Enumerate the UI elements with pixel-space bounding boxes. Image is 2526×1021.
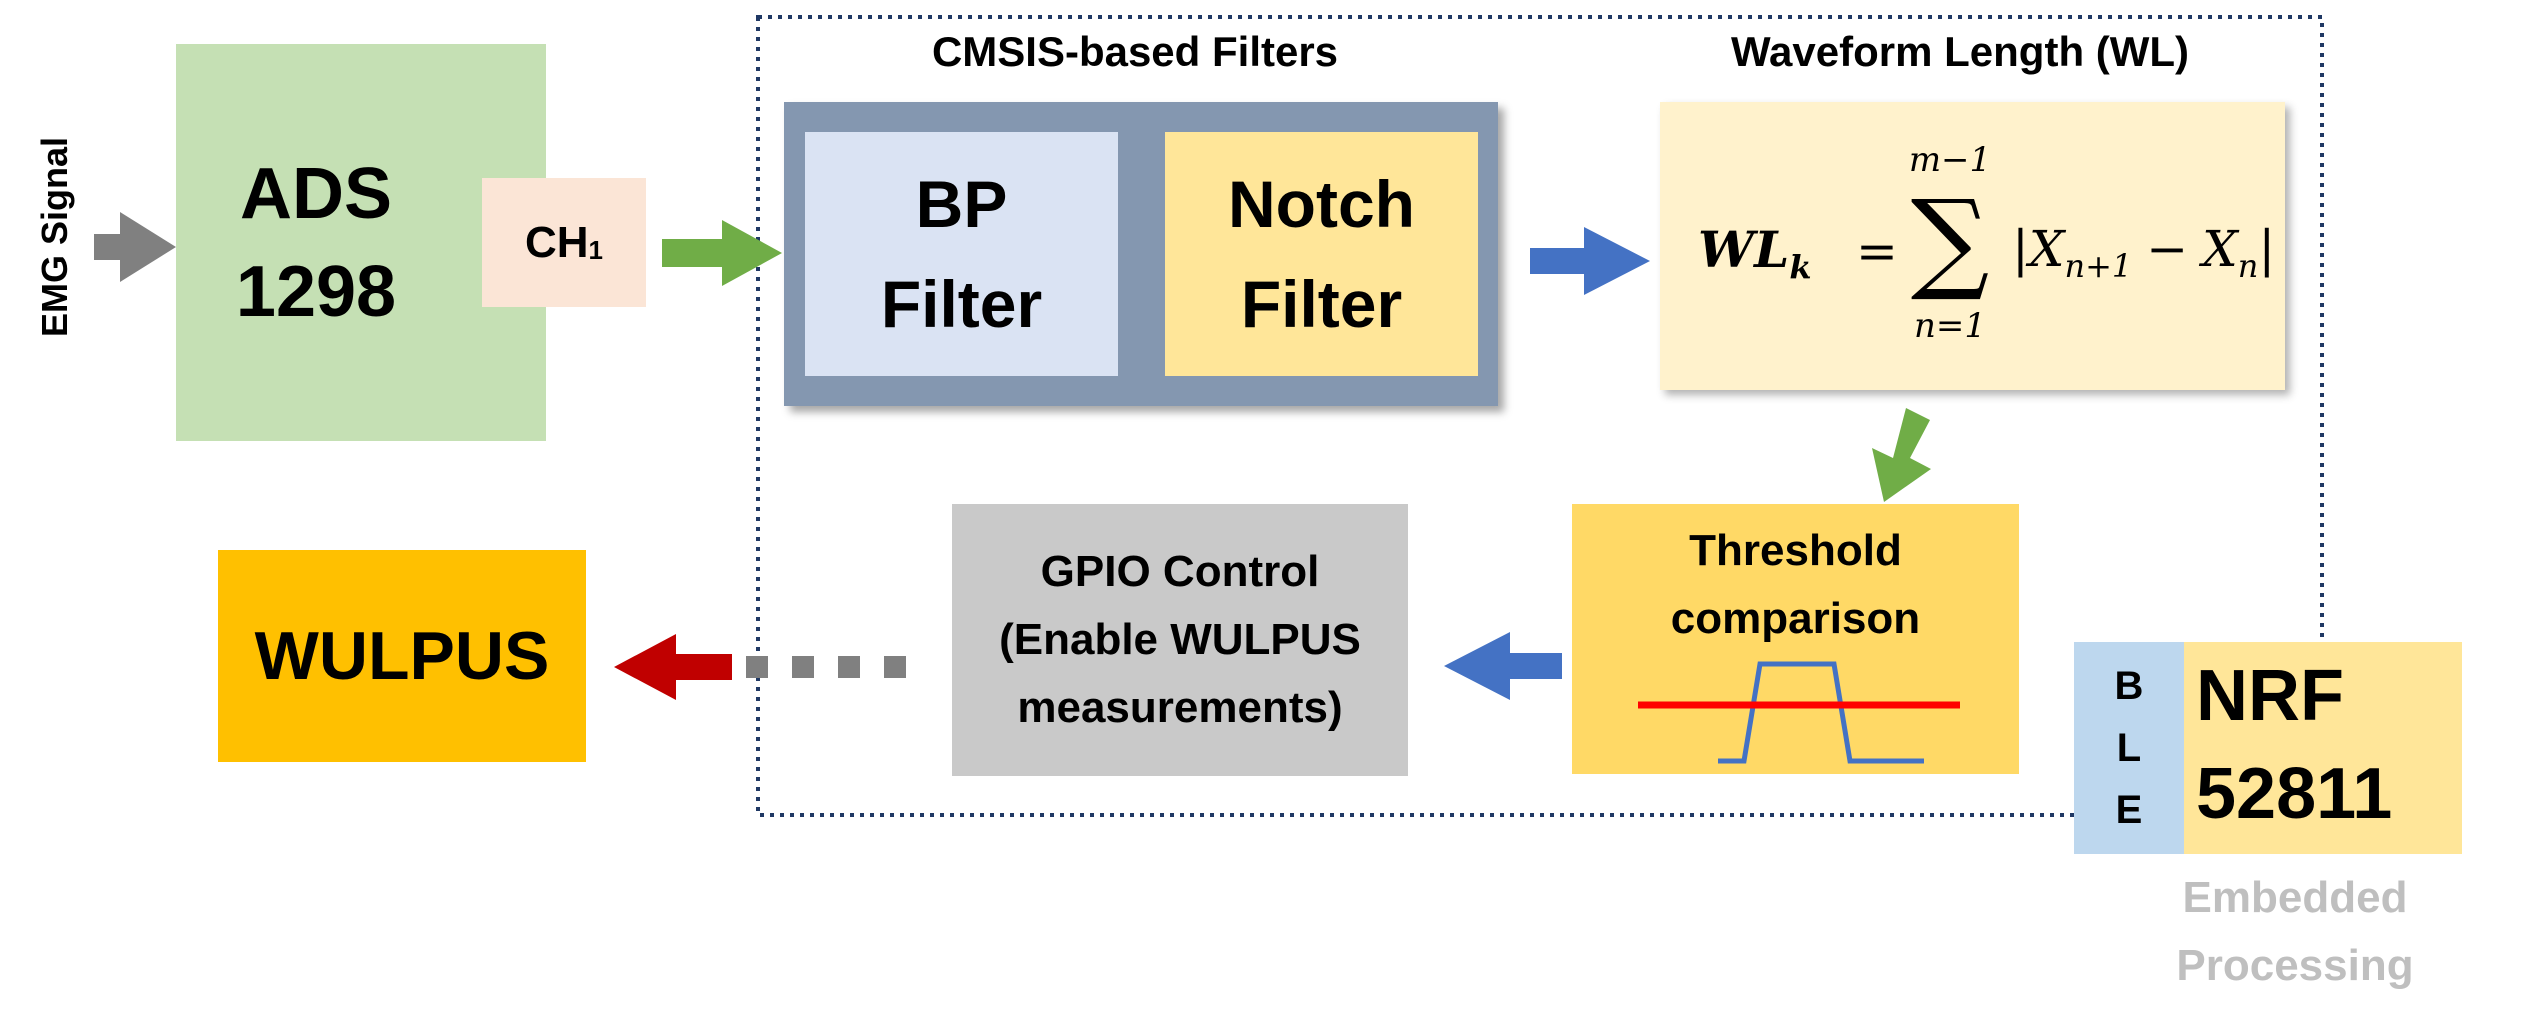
- nrf-block: NRF 52811: [2184, 642, 2462, 854]
- wulpus-block: WULPUS: [218, 550, 586, 762]
- bp-filter-line1: BP: [915, 167, 1008, 241]
- threshold-line2: comparison: [1670, 594, 1921, 643]
- gpio-line3: measurements): [1017, 683, 1343, 732]
- ble-letter-l: L: [2116, 726, 2142, 770]
- embedded-processing-caption: Embedded Processing: [2150, 864, 2440, 1000]
- channel-index: 1: [588, 235, 604, 265]
- bp-filter-line2: Filter: [880, 267, 1043, 341]
- nrf-name-line2: 52811: [2196, 754, 2393, 834]
- adc-name-line2: 1298: [235, 251, 397, 332]
- wl-heading: Waveform Length (WL): [1730, 28, 2190, 75]
- wl-lhs-sub: k: [1789, 248, 1812, 286]
- ble-strip: B L E: [2074, 642, 2184, 854]
- sum-symbol: ∑: [1910, 176, 1990, 304]
- caption-line2: Processing: [2176, 941, 2414, 990]
- gpio-line1: GPIO Control: [1040, 547, 1320, 596]
- embedded-processing-frame: [756, 15, 2324, 817]
- gpio-control-block: GPIO Control (Enable WULPUS measurements…: [952, 504, 1408, 776]
- arrow-wl-to-threshold: [1872, 408, 1931, 502]
- pulse-waveform: [1718, 661, 1924, 764]
- ble-letter-e: E: [2115, 788, 2143, 832]
- threshold-line1: Threshold: [1689, 526, 1902, 575]
- caption-line1: Embedded: [2182, 873, 2408, 922]
- threshold-block: Threshold comparison: [1572, 504, 2019, 774]
- wulpus-label: WULPUS: [254, 618, 550, 694]
- notch-filter-block: Notch Filter: [1165, 132, 1478, 376]
- threshold-plot-icon: [1638, 661, 1960, 764]
- wl-formula: WLk = m−1 ∑ n=1 |Xn+1−Xn|: [1660, 102, 2285, 390]
- wl-abs-term: |Xn+1−Xn|: [2012, 220, 2276, 285]
- sum-lower-limit: n=1: [1913, 306, 1987, 346]
- wl-equals: =: [1856, 222, 1898, 280]
- bp-filter-block: BP Filter: [805, 132, 1118, 376]
- adc-name-line1: ADS: [239, 153, 392, 234]
- arrow-filters-to-wl: [1530, 227, 1650, 295]
- wl-block: WLk = m−1 ∑ n=1 |Xn+1−Xn|: [1660, 102, 2285, 390]
- input-arrow: [94, 212, 176, 282]
- ble-letter-b: B: [2114, 664, 2144, 708]
- arrow-threshold-to-gpio: [1444, 632, 1562, 700]
- filters-heading: CMSIS-based Filters: [931, 28, 1339, 75]
- wl-lhs: WLk: [1698, 220, 1812, 286]
- arrow-adc-to-filters: [662, 220, 782, 286]
- channel-label: CH: [524, 217, 589, 267]
- gpio-line2: (Enable WULPUS: [999, 615, 1361, 664]
- notch-filter-line2: Filter: [1240, 267, 1403, 341]
- sum-upper-limit: m−1: [1908, 140, 1992, 180]
- arrow-gpio-to-wulpus: [614, 634, 906, 700]
- notch-filter-line1: Notch: [1228, 167, 1415, 241]
- nrf-name-line1: NRF: [2196, 656, 2344, 736]
